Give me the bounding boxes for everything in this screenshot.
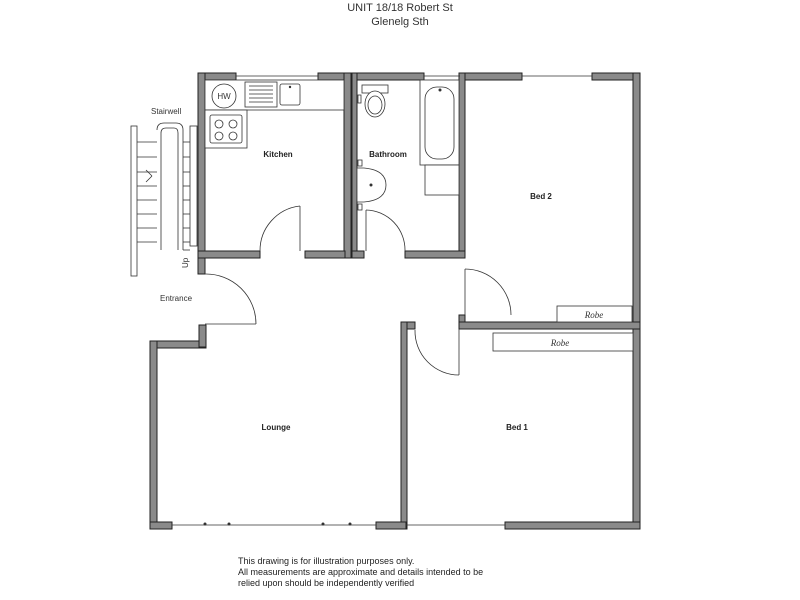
hot-water-label: HW (217, 92, 231, 101)
kitchen-label: Kitchen (263, 150, 292, 159)
robe-bed1: Robe (492, 332, 634, 352)
windows (172, 75, 592, 526)
doors (204, 205, 512, 376)
robe-bed2-label: Robe (584, 310, 604, 320)
bathroom-label: Bathroom (369, 150, 407, 159)
disclaimer: This drawing is for illustration purpose… (238, 556, 483, 589)
stairwell-label: Stairwell (151, 107, 181, 116)
stairs-up-label: Up (181, 257, 190, 268)
stairwell-icon (130, 122, 198, 277)
entrance-label: Entrance (160, 294, 193, 303)
lounge-label: Lounge (262, 423, 291, 432)
disclaimer-line-1: This drawing is for illustration purpose… (238, 556, 415, 566)
sink-icon (279, 83, 301, 106)
hot-water-icon (211, 83, 237, 109)
kitchen-fixtures: HW (204, 79, 345, 251)
disclaimer-line-2: All measurements are approximate and det… (238, 567, 484, 577)
bed1-label: Bed 1 (506, 423, 528, 432)
robe-bed1-label: Robe (550, 338, 570, 348)
address-line-2: Glenelg Sth (371, 16, 429, 28)
disclaimer-line-3: relied upon should be independently veri… (238, 578, 415, 588)
bed2-label: Bed 2 (530, 192, 552, 201)
robe-bed2: Robe (556, 305, 633, 323)
bathroom-fixtures (356, 79, 460, 211)
address-line-1: UNIT 18/18 Robert St (347, 2, 453, 14)
